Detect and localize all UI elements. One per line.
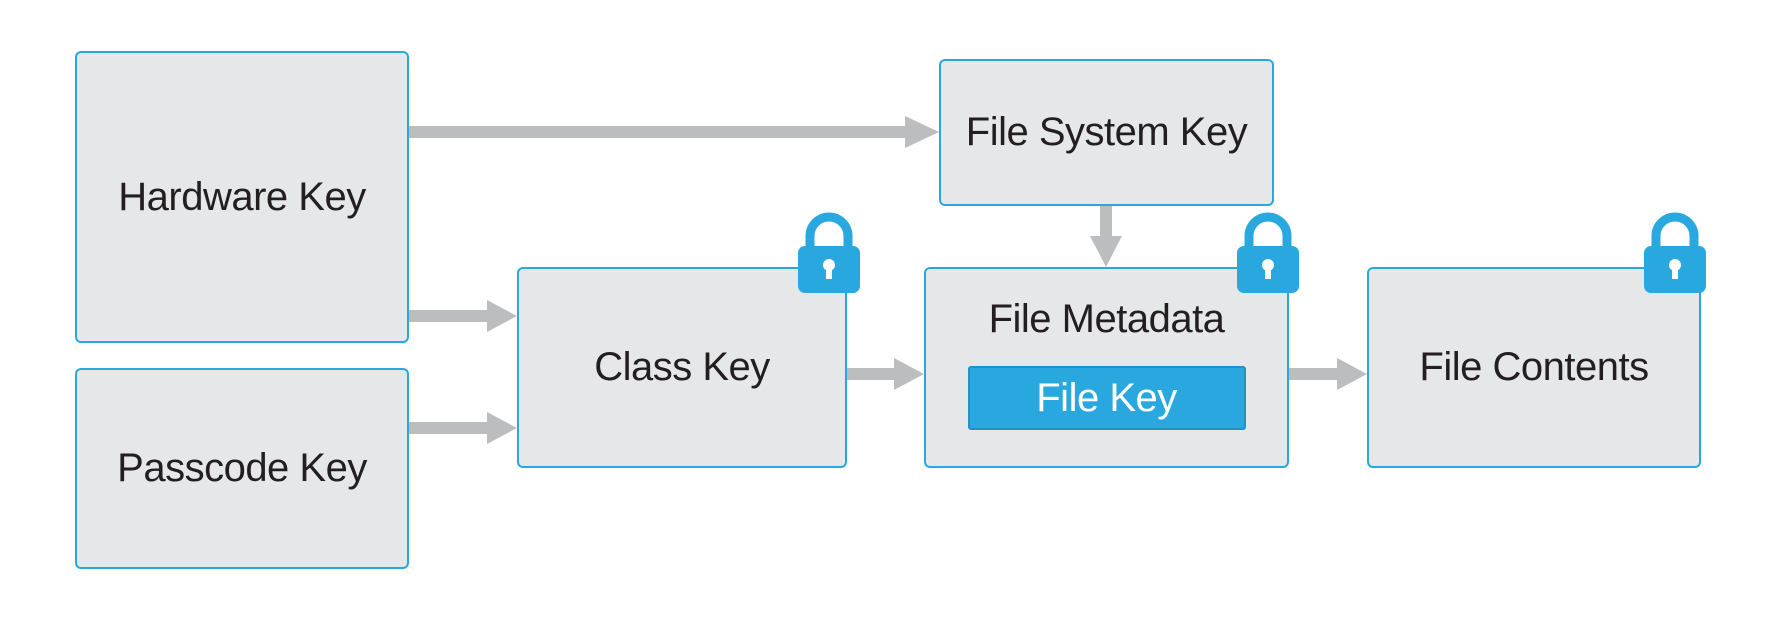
arrow-hardware-to-classkey bbox=[409, 300, 517, 332]
lock-icon bbox=[1644, 212, 1706, 293]
hardware-key-label: Hardware Key bbox=[118, 174, 366, 219]
arrow-filesystem-to-metadata bbox=[1090, 206, 1122, 267]
file-key-label: File Key bbox=[1036, 375, 1177, 420]
class-key-label: Class Key bbox=[594, 345, 770, 389]
file-system-key-label: File System Key bbox=[965, 110, 1248, 154]
passcode-key-label: Passcode Key bbox=[117, 446, 367, 490]
file-system-key-node: File System Key bbox=[939, 59, 1274, 206]
arrow-passcode-to-classkey bbox=[409, 412, 517, 444]
arrow-hardware-to-filesystem bbox=[409, 116, 939, 148]
hardware-key-node: Hardware Key bbox=[75, 51, 409, 343]
arrow-metadata-to-contents bbox=[1289, 358, 1367, 390]
file-key-badge: File Key bbox=[967, 366, 1246, 430]
arrow-classkey-to-metadata bbox=[847, 358, 924, 390]
file-contents-node: File Contents bbox=[1367, 267, 1701, 468]
passcode-key-node: Passcode Key bbox=[75, 368, 409, 569]
file-metadata-label: File Metadata bbox=[988, 297, 1225, 341]
class-key-node: Class Key bbox=[517, 267, 847, 468]
lock-icon bbox=[798, 212, 860, 293]
lock-icon bbox=[1237, 212, 1299, 293]
file-metadata-node: File Metadata File Key bbox=[924, 267, 1289, 468]
file-contents-label: File Contents bbox=[1419, 345, 1649, 389]
